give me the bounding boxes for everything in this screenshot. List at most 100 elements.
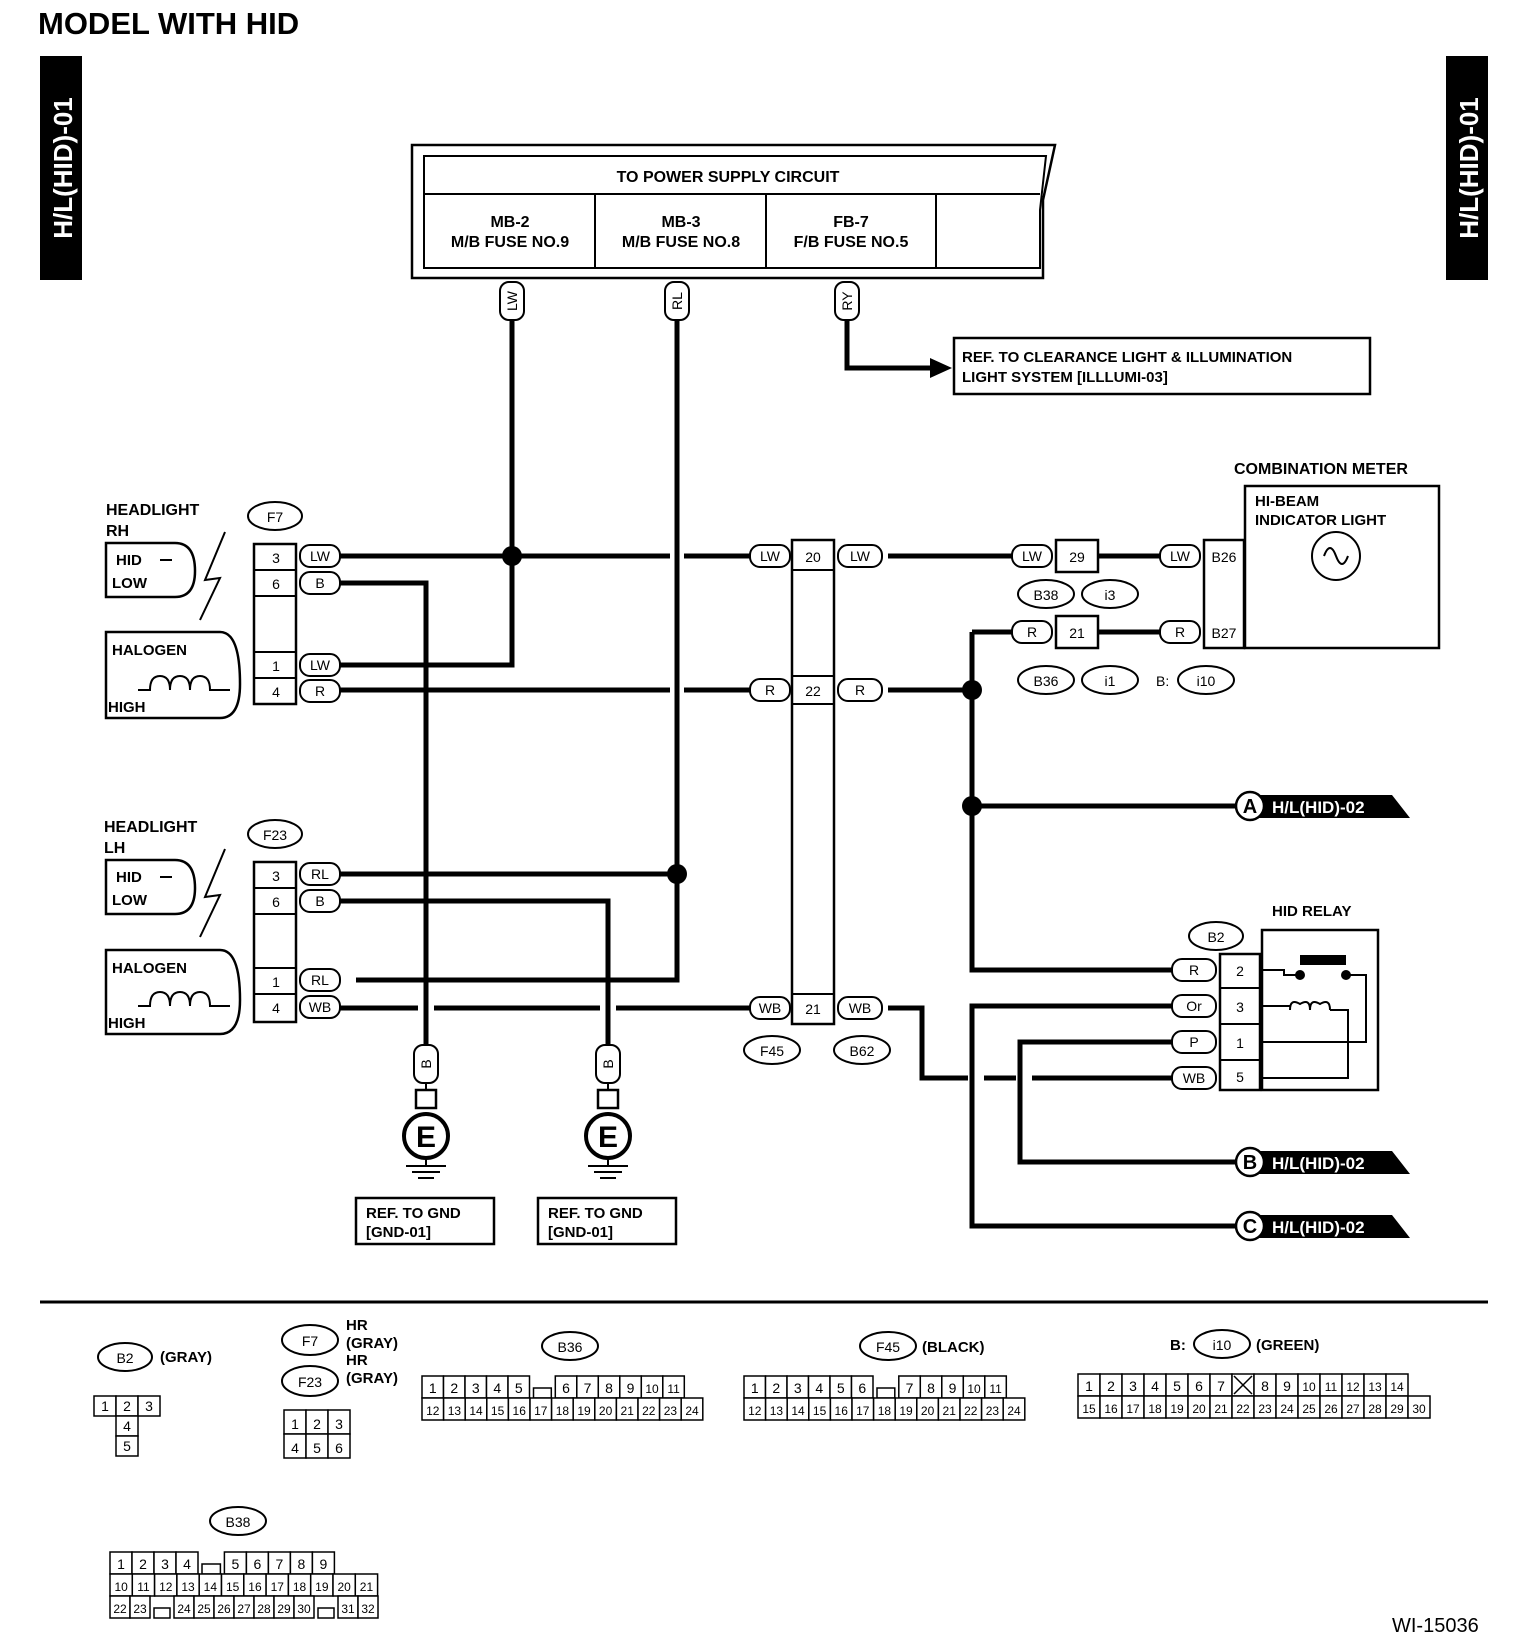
svg-text:LW: LW (1170, 548, 1191, 564)
svg-text:RL: RL (311, 866, 329, 882)
svg-text:HALOGEN: HALOGEN (112, 960, 187, 977)
pin-number: 26 (217, 1602, 231, 1616)
pin-number: 27 (237, 1602, 251, 1616)
pin-number: 10 (645, 1382, 659, 1396)
svg-text:H/L(HID)-02: H/L(HID)-02 (1272, 1218, 1365, 1237)
svg-text:R: R (1189, 962, 1199, 978)
joint-connector-f45-b62: LW 20 LW R 22 R WB 21 WB F45 B62 (743, 538, 891, 1065)
pin-number: 7 (584, 1380, 592, 1396)
svg-text:RY: RY (839, 291, 855, 311)
svg-text:Or: Or (1186, 998, 1202, 1014)
connector-label: F23 (263, 827, 287, 843)
svg-text:LW: LW (760, 548, 781, 564)
svg-text:A: A (1243, 796, 1257, 818)
pin-cell (293, 1595, 315, 1619)
pin-cell (680, 1397, 704, 1421)
svg-text:B: B (315, 575, 324, 591)
svg-text:H/L(HID)-02: H/L(HID)-02 (1272, 1154, 1365, 1173)
pin-number: 24 (1280, 1402, 1294, 1416)
pin-number: 19 (899, 1404, 913, 1418)
pin-number: 15 (226, 1580, 240, 1594)
pin-number: 18 (878, 1404, 892, 1418)
hid-relay: B2 HID RELAY 2 3 1 5 R Or P WB (1171, 903, 1380, 1092)
pin-number: 11 (989, 1382, 1002, 1396)
pin-number: 1 (751, 1380, 759, 1396)
svg-text:B27: B27 (1212, 625, 1237, 641)
pin-number: 8 (1261, 1378, 1269, 1394)
blocked-pin-mark (1233, 1375, 1253, 1395)
svg-text:B38: B38 (226, 1514, 251, 1530)
fuse-name: M/B FUSE NO.8 (622, 234, 740, 251)
pin-number: 15 (491, 1404, 505, 1418)
svg-text:LW: LW (1022, 548, 1043, 564)
pin-number: 23 (133, 1602, 147, 1616)
fuse-id: FB-7 (833, 214, 869, 231)
pin-number: 29 (277, 1602, 291, 1616)
svg-text:WB: WB (1183, 1070, 1206, 1086)
pin-number: 4 (183, 1556, 191, 1572)
svg-text:B2: B2 (1207, 929, 1224, 945)
pin-number: 22 (1236, 1402, 1250, 1416)
pin-number: 13 (181, 1580, 195, 1594)
ground-2: B E REF. TO GND [GND-01] (536, 1044, 678, 1246)
svg-text:2: 2 (1236, 963, 1244, 979)
pin-cell (129, 1595, 151, 1619)
svg-text:WB: WB (849, 1000, 872, 1016)
svg-text:[GND-01]: [GND-01] (548, 1224, 613, 1241)
pin-number: 8 (298, 1556, 306, 1572)
key-slot (876, 1387, 896, 1399)
power-supply-header: TO POWER SUPPLY CIRCUIT (617, 169, 840, 186)
svg-text:HID: HID (116, 552, 142, 569)
pin-number: 25 (197, 1602, 211, 1616)
pin-number: 5 (515, 1380, 523, 1396)
pin-number: 17 (1126, 1402, 1140, 1416)
pin-number: 12 (1346, 1380, 1360, 1394)
svg-text:F23: F23 (298, 1374, 322, 1390)
pin-cell (327, 1433, 351, 1459)
pin-number: 1 (117, 1556, 125, 1572)
svg-text:REF. TO CLEARANCE LIGHT & ILLU: REF. TO CLEARANCE LIGHT & ILLUMINATION (962, 349, 1292, 366)
pin-number: 28 (257, 1602, 271, 1616)
svg-text:(GRAY): (GRAY) (346, 1370, 398, 1387)
headlight-rh: HEADLIGHT RH HID LOW HALOGEN HIGH F7 3 6… (104, 501, 432, 720)
pin-number: 2 (139, 1556, 147, 1572)
svg-text:HEADLIGHT: HEADLIGHT (106, 502, 200, 519)
pin-number: 4 (493, 1380, 501, 1396)
page-title: MODEL WITH HID (38, 6, 299, 41)
svg-text:1: 1 (272, 658, 280, 674)
pin-number: 15 (1082, 1402, 1096, 1416)
pin-number: 21 (360, 1580, 374, 1594)
offpage-connector-b: B H/L(HID)-02 (1234, 1146, 1410, 1178)
pin-number: 23 (664, 1404, 678, 1418)
pin-number: 5 (232, 1556, 240, 1572)
side-tab-left: H/L(HID)-01 (40, 56, 82, 280)
pin-cell (1002, 1397, 1026, 1421)
svg-text:E: E (416, 1121, 436, 1154)
svg-text:H/L(HID)-01: H/L(HID)-01 (48, 97, 78, 239)
pin-number: 10 (114, 1580, 128, 1594)
pin-number: 6 (858, 1380, 866, 1396)
pin-cell (115, 1435, 139, 1457)
svg-text:3: 3 (1236, 999, 1244, 1015)
svg-text:22: 22 (805, 683, 821, 699)
pin-number: 8 (605, 1380, 613, 1396)
pin-number: 18 (1148, 1402, 1162, 1416)
pin-number: 16 (835, 1404, 849, 1418)
pin-number: 27 (1346, 1402, 1360, 1416)
svg-text:R: R (855, 682, 865, 698)
svg-text:(GRAY): (GRAY) (160, 1349, 212, 1366)
svg-text:REF. TO GND: REF. TO GND (366, 1205, 461, 1222)
svg-text:B62: B62 (850, 1043, 875, 1059)
pin-number: 1 (101, 1398, 109, 1414)
svg-text:LOW: LOW (112, 892, 148, 909)
pin-number: 19 (1170, 1402, 1184, 1416)
fuse-id: MB-3 (661, 214, 700, 231)
svg-text:B36: B36 (558, 1339, 583, 1355)
pin-number: 18 (556, 1404, 570, 1418)
svg-text:20: 20 (805, 549, 821, 565)
connector-label: F7 (267, 509, 284, 525)
pin-number: 1 (291, 1416, 299, 1432)
pin-number: 4 (815, 1380, 823, 1396)
